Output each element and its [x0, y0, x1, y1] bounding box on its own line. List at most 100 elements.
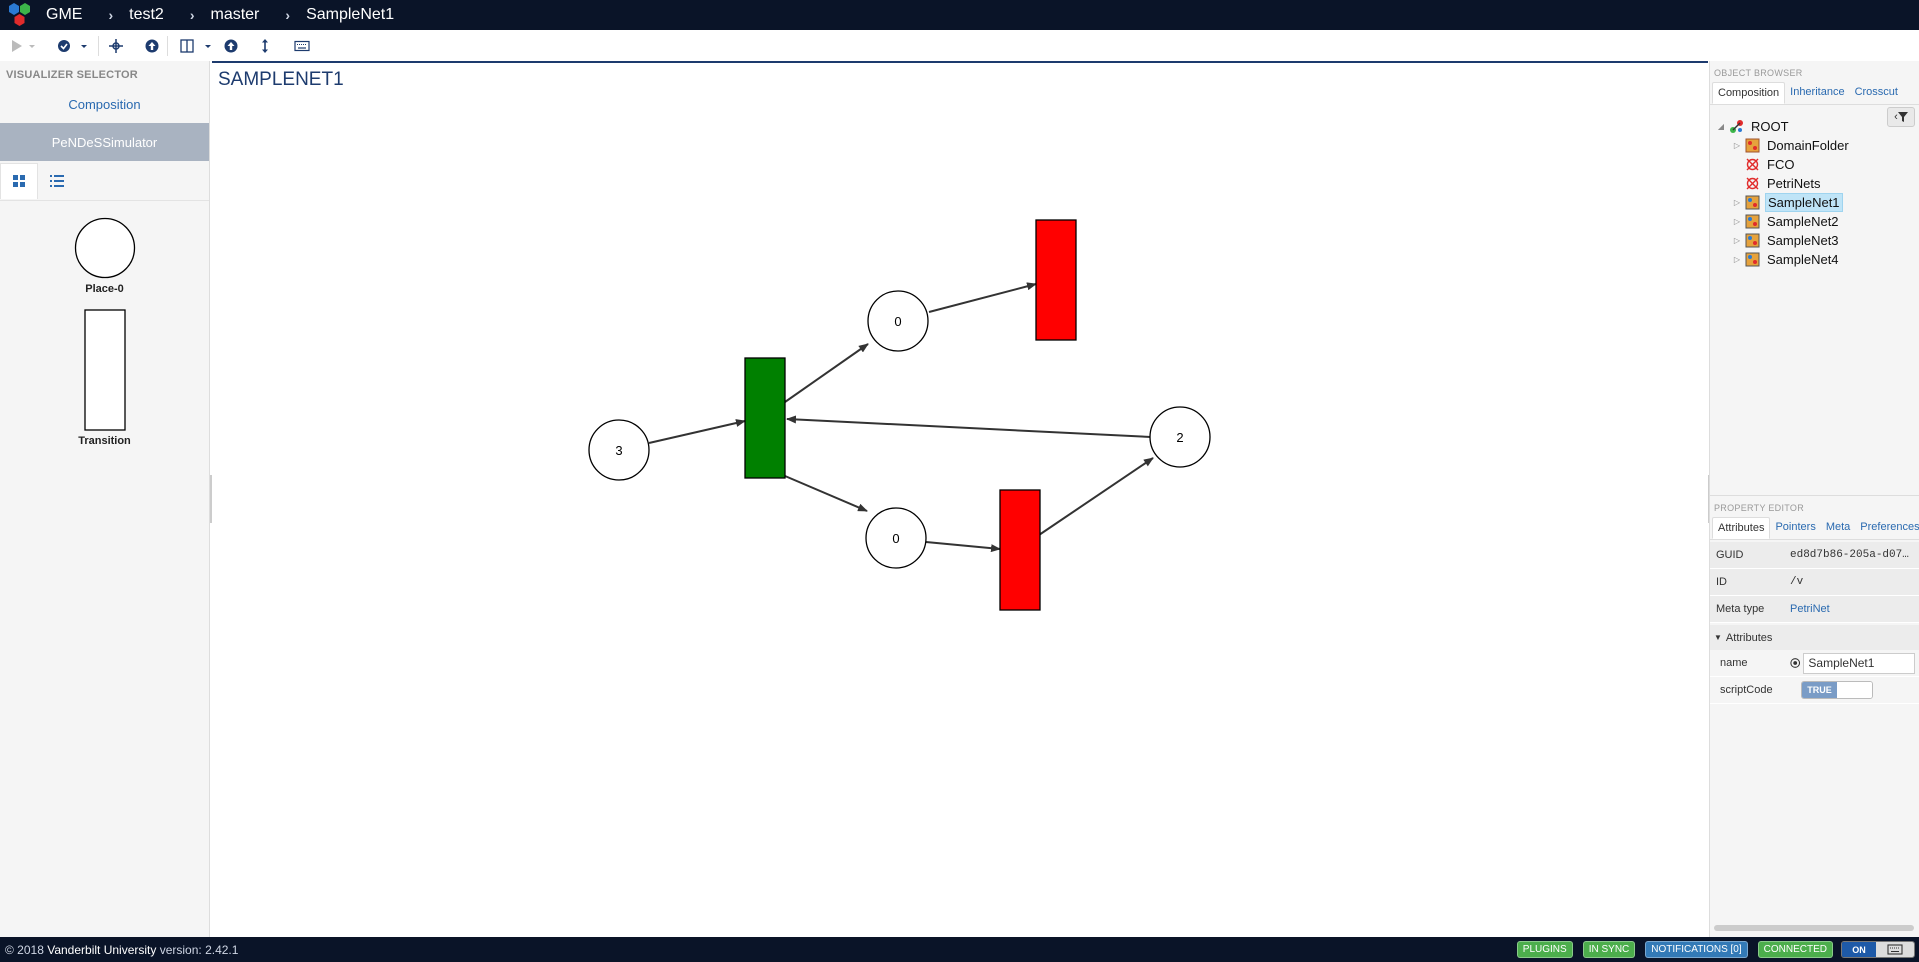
- model-canvas[interactable]: SAMPLENET1 3 0 0: [212, 61, 1708, 937]
- list-view-tab[interactable]: [38, 163, 76, 199]
- breadcrumb-project-label[interactable]: test2: [129, 6, 164, 23]
- arc-p0a-to-tredtop[interactable]: [928, 282, 1037, 313]
- tab-attributes[interactable]: Attributes: [1712, 517, 1771, 539]
- arc-p2-to-tgreen[interactable]: [786, 415, 1152, 438]
- filter-icon: [1897, 112, 1908, 122]
- place-p0b[interactable]: 0: [865, 507, 927, 569]
- tree-node-label[interactable]: SampleNet3: [1767, 233, 1839, 248]
- tree-node-samplenet3[interactable]: ▷ SampleNet3: [1732, 231, 1841, 250]
- scriptcode-toggle[interactable]: TRUE: [1801, 681, 1873, 699]
- transition-green[interactable]: [744, 357, 786, 479]
- tree-node-label[interactable]: FCO: [1767, 157, 1795, 172]
- prop-key-metatype: Meta type: [1716, 603, 1765, 615]
- arc-tgreen-to-p0b[interactable]: [784, 475, 868, 512]
- connected-badge[interactable]: CONNECTED: [1757, 941, 1833, 958]
- crosshair-icon: [109, 38, 123, 53]
- tree-node-label[interactable]: ROOT: [1751, 119, 1789, 134]
- prop-row-name: name SampleNet1: [1710, 650, 1919, 677]
- model-icon: [1745, 214, 1760, 229]
- prop-group-attributes[interactable]: ▼ Attributes: [1710, 625, 1919, 650]
- visualizer-composition[interactable]: Composition: [68, 96, 141, 112]
- tree-node-samplenet1[interactable]: ▷ SampleNet1: [1732, 193, 1843, 212]
- prop-value-id: /v: [1790, 576, 1804, 588]
- keyboard-toggle-on[interactable]: ON: [1842, 942, 1876, 957]
- arc-p3-to-tgreen[interactable]: [648, 419, 746, 444]
- arc-p0b-to-tredbottom[interactable]: [925, 541, 1001, 553]
- part-place[interactable]: Place-0: [0, 217, 209, 295]
- expand-closed-icon[interactable]: ▷: [1733, 255, 1741, 264]
- breadcrumb-node-label[interactable]: SampleNet1: [306, 6, 395, 23]
- breadcrumb-app[interactable]: GME: [46, 6, 82, 24]
- tab-preferences[interactable]: Preferences: [1860, 521, 1919, 533]
- name-input[interactable]: SampleNet1: [1803, 652, 1915, 674]
- place-p2[interactable]: 2: [1149, 406, 1211, 468]
- notifications-badge[interactable]: NOTIFICATIONS [0]: [1645, 941, 1748, 958]
- tree-filter-button[interactable]: ‹: [1887, 107, 1915, 127]
- tree-node-samplenet2[interactable]: ▷ SampleNet2: [1732, 212, 1841, 231]
- grid-view-tab[interactable]: [0, 162, 38, 199]
- place-p0a-tokens: 0: [894, 314, 901, 329]
- expand-open-icon[interactable]: ◢: [1717, 122, 1725, 131]
- tree-node-label[interactable]: SampleNet4: [1767, 252, 1839, 267]
- gme-logo-icon[interactable]: [6, 0, 36, 30]
- arc-tgreen-to-p0a[interactable]: [784, 343, 869, 403]
- breadcrumb-branch-label[interactable]: master: [210, 6, 260, 23]
- tab-inheritance[interactable]: Inheritance: [1790, 86, 1845, 98]
- tree-node-label[interactable]: PetriNets: [1767, 176, 1821, 191]
- chevron-right-icon: ›: [285, 7, 291, 23]
- horizontal-scrollbar[interactable]: [1714, 925, 1914, 931]
- visualizer-pendessimulator[interactable]: PeNDeSSimulator: [0, 123, 209, 161]
- transition-red-bottom[interactable]: [999, 489, 1041, 611]
- tab-crosscut[interactable]: Crosscut: [1854, 86, 1898, 98]
- tree-node-root[interactable]: ◢ ROOT: [1716, 117, 1791, 136]
- place-p3[interactable]: 3: [588, 419, 650, 481]
- left-splitter[interactable]: [210, 475, 213, 523]
- tree-node-samplenet4[interactable]: ▷ SampleNet4: [1732, 250, 1841, 269]
- part-transition[interactable]: Transition: [0, 309, 209, 447]
- in-sync-badge[interactable]: IN SYNC: [1582, 941, 1636, 958]
- tree-node-label[interactable]: DomainFolder: [1767, 138, 1849, 153]
- upload-button[interactable]: [224, 34, 238, 58]
- place-p0a[interactable]: 0: [867, 290, 929, 352]
- transition-rect-icon: [83, 309, 126, 431]
- visualizer-selector-title: VISUALIZER SELECTOR: [6, 69, 138, 81]
- plugins-badge[interactable]: PLUGINS: [1516, 941, 1573, 958]
- scriptcode-toggle-value[interactable]: TRUE: [1802, 682, 1837, 698]
- arc-tredbottom-to-p2[interactable]: [1038, 457, 1154, 536]
- name-input-value[interactable]: SampleNet1: [1808, 656, 1875, 670]
- breadcrumb-node[interactable]: › SampleNet1: [259, 6, 394, 24]
- expand-closed-icon[interactable]: ▷: [1733, 217, 1741, 226]
- layout-button[interactable]: [109, 34, 123, 58]
- keyboard-shortcuts-toggle[interactable]: ON: [1841, 941, 1915, 958]
- breadcrumb-app-label[interactable]: GME: [46, 6, 83, 23]
- tab-pointers[interactable]: Pointers: [1775, 521, 1816, 533]
- panel-divider: [1710, 495, 1919, 496]
- breadcrumb-branch[interactable]: ›master: [164, 6, 260, 24]
- transition-red-top[interactable]: [1035, 219, 1077, 341]
- resize-button[interactable]: [260, 34, 270, 58]
- tree-node-label[interactable]: SampleNet2: [1767, 214, 1839, 229]
- version-text: version: 2.42.1: [159, 942, 239, 957]
- breadcrumb-project[interactable]: ›test2: [82, 6, 163, 24]
- tab-meta[interactable]: Meta: [1825, 521, 1851, 533]
- tree-node-fco[interactable]: FCO: [1732, 155, 1796, 174]
- expand-closed-icon[interactable]: ▷: [1733, 236, 1741, 245]
- model-icon: [1745, 195, 1760, 210]
- main-toolbar: [0, 30, 1919, 61]
- reset-circle-icon[interactable]: [1790, 657, 1801, 669]
- tab-composition[interactable]: Composition: [1712, 82, 1786, 104]
- run-plugin-button[interactable]: [10, 34, 36, 58]
- arrow-up-circle-icon: [224, 39, 238, 52]
- keyboard-button[interactable]: [294, 34, 310, 58]
- expand-closed-icon[interactable]: ▷: [1733, 198, 1741, 207]
- org-link[interactable]: Vanderbilt University: [47, 942, 157, 957]
- tree-node-petrinets[interactable]: PetriNets: [1732, 174, 1822, 193]
- export-button[interactable]: [145, 34, 159, 58]
- expand-closed-icon[interactable]: ▷: [1733, 141, 1741, 150]
- panel-layout-button[interactable]: [180, 34, 214, 58]
- tree-node-label[interactable]: SampleNet1: [1765, 193, 1843, 212]
- prop-value-metatype-link[interactable]: PetriNet: [1790, 603, 1830, 615]
- tree-node-domainfolder[interactable]: ▷ DomainFolder: [1732, 136, 1851, 155]
- place-p3-tokens: 3: [615, 443, 622, 458]
- validate-button[interactable]: [56, 34, 90, 58]
